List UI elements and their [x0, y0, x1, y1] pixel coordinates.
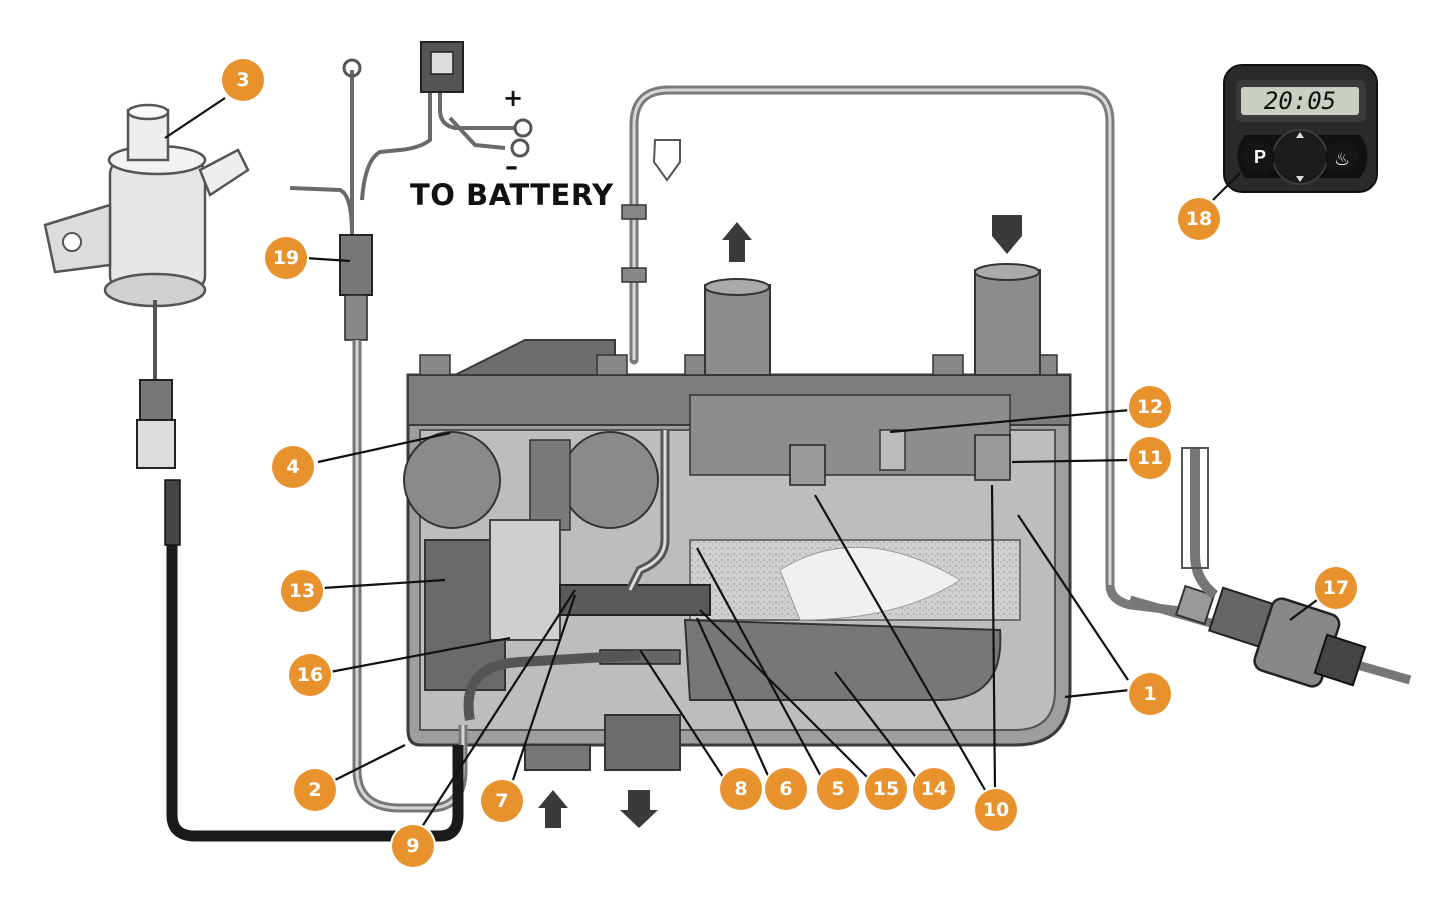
callout-9: 9: [392, 825, 434, 867]
arrow-in-icon: [992, 215, 1022, 254]
ring-terminal-icon: [513, 118, 533, 138]
negative-terminal-label: –: [505, 152, 518, 182]
callout-17: 17: [1315, 567, 1357, 609]
fuel-line: [166, 540, 464, 842]
battery-label: TO BATTERY: [410, 178, 614, 212]
fuel-pump: [1128, 447, 1412, 688]
callout-2: 2: [294, 769, 336, 811]
callout-10: 10: [975, 789, 1017, 831]
callout-16: 16: [289, 654, 331, 696]
timer-display: 20:05: [1241, 87, 1359, 115]
ring-terminal-icon: [510, 138, 530, 158]
program-button[interactable]: P: [1253, 146, 1266, 167]
callout-15: 15: [865, 768, 907, 810]
leader-lines: [164, 97, 1318, 831]
callout-1: 1: [1129, 673, 1171, 715]
arrow-out-icon: [722, 222, 752, 262]
arrow-air-in-icon: [538, 790, 568, 828]
arrow-exhaust-icon: [620, 790, 658, 828]
callout-13: 13: [281, 570, 323, 612]
ring-terminal-icon: [342, 58, 362, 78]
callout-4: 4: [272, 446, 314, 488]
coolant-outlet: [704, 278, 771, 376]
callout-8: 8: [720, 768, 762, 810]
callout-7: 7: [481, 780, 523, 822]
svg-text:♨: ♨: [1334, 149, 1350, 170]
callout-12: 12: [1129, 386, 1171, 428]
harness-connector: [339, 234, 373, 296]
callout-18: 18: [1178, 198, 1220, 240]
coolant-inlet: [974, 263, 1041, 376]
callout-6: 6: [765, 768, 807, 810]
positive-terminal-label: +: [503, 84, 524, 112]
callout-14: 14: [913, 768, 955, 810]
callout-11: 11: [1129, 437, 1171, 479]
arrow-fuel-icon: [652, 139, 681, 182]
callout-5: 5: [817, 768, 859, 810]
wiring-harness: [289, 70, 515, 240]
callout-3: 3: [222, 59, 264, 101]
callout-19: 19: [265, 237, 307, 279]
coolant-pump: [43, 103, 250, 469]
